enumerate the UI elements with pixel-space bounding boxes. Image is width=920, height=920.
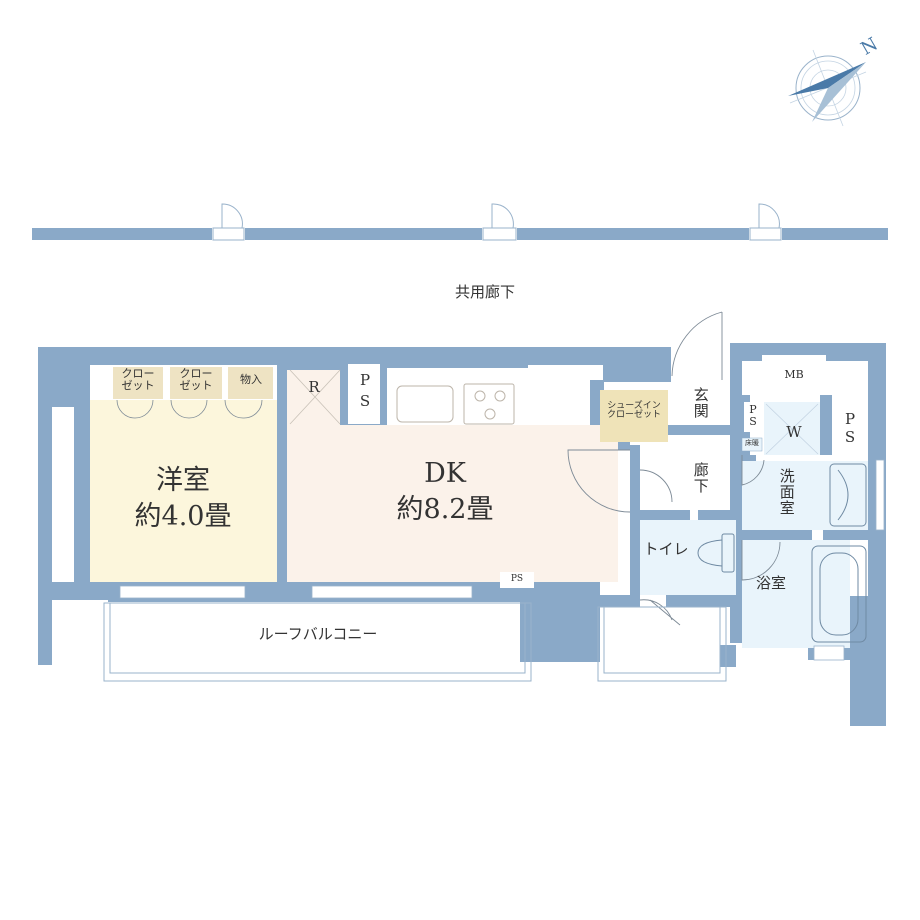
- closet2-label: クロー ゼット: [174, 368, 218, 391]
- shoes-line2: クローゼット: [606, 410, 661, 421]
- closet2-line1: クロー: [179, 367, 213, 380]
- closet2-box: [170, 367, 222, 399]
- sink-icon: [396, 385, 454, 423]
- toilet-icon: [697, 533, 735, 573]
- refrigerator-label: R: [308, 378, 320, 396]
- closet1-label: クロー ゼット: [116, 368, 160, 391]
- ps-right-s: S: [844, 428, 856, 446]
- dk-label: DK: [424, 458, 466, 489]
- entrance-door: [671, 311, 723, 380]
- entrance-label: 玄関: [691, 387, 710, 419]
- washer-label: W: [786, 423, 802, 441]
- shoes-closet-label: シューズイン クローゼット: [600, 401, 668, 421]
- ps-small-box: [744, 402, 764, 432]
- refrigerator-icon: [289, 369, 341, 425]
- ps-right-p: P: [844, 410, 856, 428]
- western-room-label: 洋室: [156, 465, 210, 496]
- ps-small-s: S: [749, 415, 757, 428]
- corridor-doors: [212, 203, 782, 241]
- windows: [119, 585, 473, 599]
- washer-icon: [765, 403, 819, 455]
- closet1-line1: クロー: [121, 367, 155, 380]
- closet1-line2: ゼット: [121, 378, 155, 392]
- closet1-box: [113, 367, 163, 399]
- washroom-label: 洗面室: [777, 468, 796, 516]
- hallway-label: 廊下: [691, 462, 710, 494]
- hallway-floor: [640, 445, 730, 510]
- closet-doors: [116, 399, 263, 419]
- heater-box: [741, 437, 763, 452]
- shoes-line1: シューズイン: [607, 401, 661, 411]
- western-room-size: 約4.0畳: [134, 501, 232, 532]
- closet2-line2: ゼット: [179, 378, 213, 392]
- corridor-label: 共用廊下: [455, 283, 516, 301]
- ps-small-p: P: [749, 403, 757, 416]
- storage-box: [228, 367, 273, 399]
- bathtub-icon: [811, 545, 867, 643]
- mb-box: [762, 355, 826, 395]
- compass-icon: [788, 49, 867, 127]
- ps-bottom-label: PS: [510, 574, 524, 584]
- dk-size: 約8.2畳: [396, 494, 494, 525]
- bathroom-label: 浴室: [755, 574, 786, 592]
- storage-label: 物入: [240, 373, 262, 386]
- toilet-floor: [640, 520, 736, 595]
- shoes-closet-box: [600, 390, 668, 442]
- ps-kitchen-box: [348, 364, 380, 424]
- toilet-label: トイレ: [643, 540, 689, 558]
- interior-doors: [567, 449, 781, 626]
- washbasin-icon: [829, 463, 867, 527]
- kitchen-area: [387, 368, 527, 425]
- ps-right-box: [832, 402, 868, 455]
- corridor-wall: [32, 228, 888, 240]
- ps-bottom-box: [500, 572, 534, 588]
- mb-label: MB: [784, 368, 804, 381]
- ps-kitchen-s: S: [359, 392, 371, 410]
- balcony: [103, 602, 727, 682]
- bath-window: [813, 645, 845, 661]
- washroom-window: [875, 459, 885, 531]
- balcony-label: ルーフバルコニー: [258, 625, 378, 643]
- bathroom-floor: [742, 540, 850, 648]
- washroom-floor: [742, 461, 868, 530]
- stove-icon: [463, 383, 515, 425]
- ps-kitchen-p: P: [359, 371, 371, 389]
- heater-label: 床暖: [745, 439, 759, 447]
- dk-floor: [287, 425, 618, 582]
- entrance-floor: [671, 382, 730, 425]
- western-room-floor: [90, 400, 277, 582]
